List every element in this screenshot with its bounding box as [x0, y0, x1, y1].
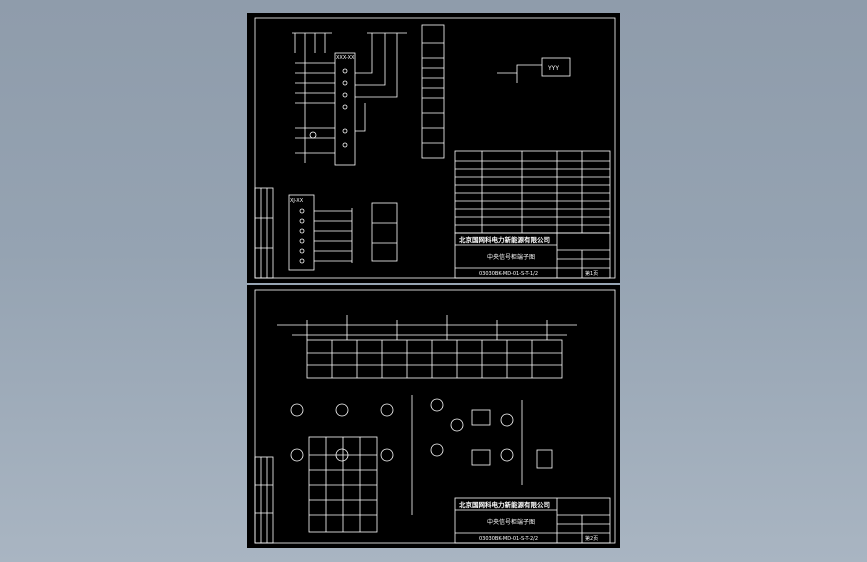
company-name: 北京国网科电力新能源有限公司 [459, 235, 550, 244]
drawing-name: 中央信号柜端子图 [487, 518, 535, 526]
terminal-box-label: XJ-XX [290, 198, 304, 204]
drawing-number: 03030BK-MD-01-S-T-2/2 [479, 536, 538, 542]
meter-symbols [290, 398, 514, 462]
schematic-bottom: 北京国网科电力新能源有限公司 中央信号柜端子图 03030BK-MD-01-S-… [254, 289, 616, 544]
bus-lines [292, 32, 407, 53]
margin-strip [254, 456, 274, 544]
page-number: 第1页 [585, 270, 598, 277]
control-wiring [295, 53, 335, 163]
drawing-name: 中央信号柜端子图 [487, 253, 535, 261]
title-block-bottom: 北京国网科电力新能源有限公司 中央信号柜端子图 03030BK-MD-01-S-… [454, 497, 611, 544]
terminal-row [277, 315, 577, 379]
materials-table [454, 150, 611, 234]
signal-wire [497, 64, 542, 74]
relay-panel [308, 436, 378, 533]
relay-contacts [342, 68, 348, 148]
terminal-block: XJ-XX [288, 194, 353, 271]
company-name: 北京国网科电力新能源有限公司 [459, 500, 550, 509]
title-block-top: 北京国网科电力新能源有限公司 中央信号柜端子图 03030BK-MD-01-S-… [454, 232, 611, 279]
signal-box [541, 57, 571, 77]
drawing-number: 03030BK-MD-01-S-T-1/2 [479, 271, 538, 277]
terminal-strip [421, 24, 445, 159]
switch-block [371, 202, 398, 262]
drawing-sheet-top: XXX-XX YYY XJ-XX [247, 13, 620, 283]
schematic-top: XXX-XX YYY XJ-XX [254, 17, 616, 279]
switch-symbols [411, 395, 553, 515]
page-number: 第2页 [585, 535, 598, 542]
relay-block [334, 52, 356, 166]
signal-box-label: YYY [547, 65, 559, 72]
margin-strip [254, 187, 274, 279]
sheet-border [254, 17, 616, 279]
sheet-border [254, 289, 616, 544]
terminal-strip-rows [422, 42, 444, 144]
relay-box-label: XXX-XX [336, 55, 355, 61]
drawing-sheet-bottom: 北京国网科电力新能源有限公司 中央信号柜端子图 03030BK-MD-01-S-… [247, 285, 620, 548]
